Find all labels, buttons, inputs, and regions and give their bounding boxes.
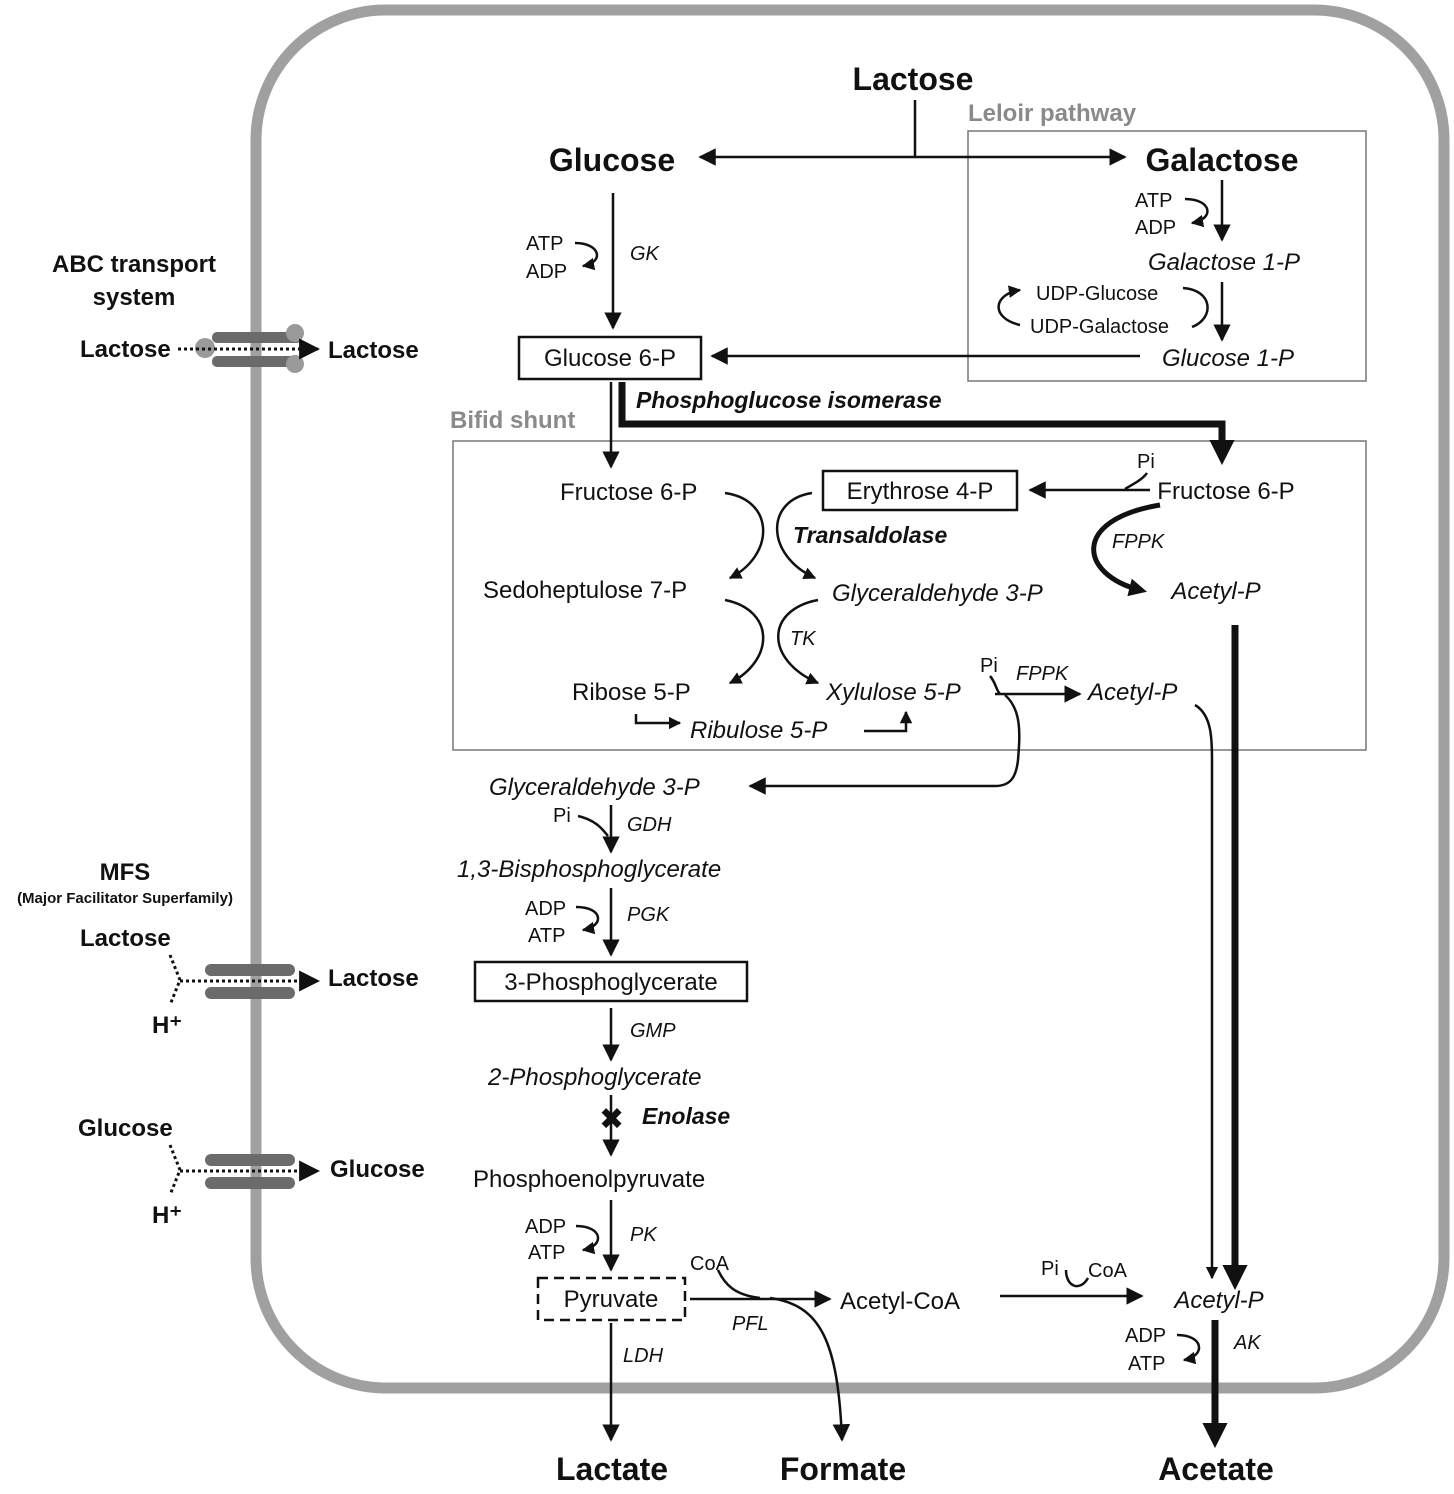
metabolite-galactose: Galactose bbox=[1146, 142, 1299, 178]
enzyme-ldh: LDH bbox=[623, 1345, 664, 1367]
mfs-title: MFS bbox=[100, 859, 151, 886]
metabolite-glucose-6p: Glucose 6-P bbox=[544, 345, 676, 372]
leloir-box bbox=[967, 130, 1367, 382]
mfs-h-ion: H⁺ bbox=[152, 1012, 182, 1039]
pyruvate-box bbox=[536, 1276, 687, 1322]
metabolite-ribose-5p: Ribose 5-P bbox=[572, 679, 691, 706]
enzyme-gmp: GMP bbox=[630, 1020, 676, 1042]
leloir-label: Leloir pathway bbox=[968, 100, 1137, 127]
coa-pfl: CoA bbox=[690, 1253, 730, 1275]
glc-transport-in: Glucose bbox=[330, 1156, 425, 1183]
atp-pgk: ATP bbox=[528, 925, 565, 947]
enzyme-tk: TK bbox=[790, 628, 817, 650]
enzyme-fppk-mid: FPPK bbox=[1016, 663, 1070, 685]
pg3-box bbox=[473, 960, 749, 1003]
glucose-6p-box bbox=[517, 335, 703, 381]
metabolite-galactose-1p: Galactose 1-P bbox=[1148, 249, 1300, 276]
abc-title-2: system bbox=[93, 284, 176, 311]
metabolite-fructose-6p-right: Fructose 6-P bbox=[1157, 478, 1294, 505]
metabolite-lactate: Lactate bbox=[556, 1451, 668, 1487]
adp-pgk: ADP bbox=[525, 898, 566, 920]
metabolite-sedoheptulose-7p: Sedoheptulose 7-P bbox=[483, 577, 687, 604]
glc-transport-out: Glucose bbox=[78, 1115, 173, 1142]
enzyme-gk: GK bbox=[630, 243, 661, 265]
bifid-label: Bifid shunt bbox=[450, 407, 575, 434]
enzyme-pfl: PFL bbox=[732, 1313, 769, 1335]
metabolite-erythrose-4p: Erythrose 4-P bbox=[847, 478, 994, 505]
metabolite-gap-lower: Glyceraldehyde 3-P bbox=[489, 774, 700, 801]
enzyme-pgi: Phosphoglucose isomerase bbox=[636, 387, 942, 413]
glucose-transporter-icon bbox=[168, 1144, 321, 1196]
udp-glucose: UDP-Glucose bbox=[1036, 283, 1158, 305]
metabolite-xylulose-5p: Xylulose 5-P bbox=[825, 679, 961, 706]
metabolite-acetyl-coa: Acetyl-CoA bbox=[840, 1288, 960, 1315]
adp-ak: ADP bbox=[1125, 1325, 1166, 1347]
bifid-box bbox=[452, 440, 1367, 751]
enzyme-gdh: GDH bbox=[627, 814, 672, 836]
adp-pk: ADP bbox=[525, 1216, 566, 1238]
metabolite-ribulose-5p: Ribulose 5-P bbox=[690, 717, 827, 744]
metabolite-lactose: Lactose bbox=[853, 61, 974, 97]
mfs-lactose-out: Lactose bbox=[80, 925, 171, 952]
coa-pta: CoA bbox=[1088, 1260, 1128, 1282]
enzyme-ak: AK bbox=[1233, 1332, 1262, 1354]
metabolite-fructose-6p-left: Fructose 6-P bbox=[560, 479, 697, 506]
enolase-block-icon: ✖ bbox=[599, 1102, 624, 1137]
metabolite-acetyl-p-lower: Acetyl-P bbox=[1172, 1287, 1263, 1314]
adp-gk: ADP bbox=[526, 261, 567, 283]
mfs-subtitle: (Major Facilitator Superfamily) bbox=[17, 890, 233, 907]
pi-fppk-upper: Pi bbox=[1137, 451, 1155, 473]
metabolite-pyruvate: Pyruvate bbox=[564, 1286, 659, 1313]
metabolite-acetate: Acetate bbox=[1158, 1451, 1274, 1487]
metabolite-bpg: 1,3-Bisphosphoglycerate bbox=[457, 856, 721, 883]
pi-pta: Pi bbox=[1041, 1258, 1059, 1280]
enzyme-pgk: PGK bbox=[627, 904, 671, 926]
metabolite-gap-upper: Glyceraldehyde 3-P bbox=[832, 580, 1043, 607]
abc-transporter-icon bbox=[178, 324, 321, 373]
atp-gk: ATP bbox=[526, 233, 563, 255]
mfs-transporter-icon bbox=[168, 954, 321, 1006]
pi-fppk-mid: Pi bbox=[980, 655, 998, 677]
abc-lactose-in: Lactose bbox=[328, 337, 419, 364]
metabolite-glucose: Glucose bbox=[549, 142, 675, 178]
metabolite-acetyl-p-upper: Acetyl-P bbox=[1169, 578, 1260, 605]
adp-leloir: ADP bbox=[1135, 217, 1176, 239]
atp-leloir: ATP bbox=[1135, 190, 1172, 212]
metabolite-glucose-1p: Glucose 1-P bbox=[1162, 345, 1294, 372]
metabolite-pg3: 3-Phosphoglycerate bbox=[504, 969, 717, 996]
cell-membrane bbox=[250, 4, 1450, 1394]
erythrose-4p-box bbox=[821, 469, 1019, 512]
enzyme-transaldolase: Transaldolase bbox=[793, 522, 947, 548]
enzyme-fppk-upper: FPPK bbox=[1112, 531, 1166, 553]
atp-pk: ATP bbox=[528, 1242, 565, 1264]
atp-ak: ATP bbox=[1128, 1353, 1165, 1375]
abc-lactose-out: Lactose bbox=[80, 336, 171, 363]
metabolite-formate: Formate bbox=[780, 1451, 906, 1487]
pi-gdh: Pi bbox=[553, 805, 571, 827]
glc-h-ion: H⁺ bbox=[152, 1202, 182, 1229]
udp-galactose: UDP-Galactose bbox=[1030, 316, 1169, 338]
metabolite-pg2: 2-Phosphoglycerate bbox=[487, 1064, 701, 1091]
metabolite-acetyl-p-mid: Acetyl-P bbox=[1086, 679, 1177, 706]
metabolite-pep: Phosphoenolpyruvate bbox=[473, 1166, 705, 1193]
abc-title-1: ABC transport bbox=[52, 251, 216, 278]
enzyme-pk: PK bbox=[630, 1224, 658, 1246]
enzyme-enolase: Enolase bbox=[642, 1103, 730, 1129]
mfs-lactose-in: Lactose bbox=[328, 965, 419, 992]
